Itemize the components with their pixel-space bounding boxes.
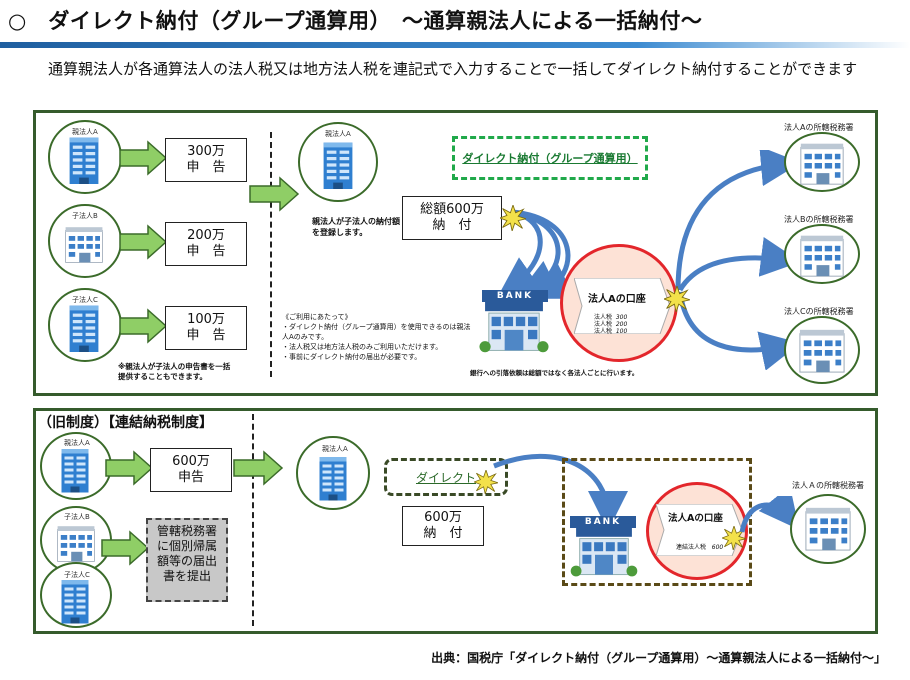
old-bank-label: BANK [570,516,636,528]
arrow-right-icon [101,530,150,566]
tax-office-label-b: 法人Bの所轄税務署 [784,215,854,224]
usage-title: 《ご利用にあたって》 [282,313,352,321]
arrow-right-icon [119,308,168,344]
entity-label-child-b: 子法人B [72,212,98,220]
office-icon [64,222,104,266]
account-lines: 法人税 300 法人税 200 法人税 100 [594,314,627,335]
tax-office-icon [796,140,848,186]
old-account-title: 法人Aの口座 [668,513,723,524]
tower-icon [60,446,90,494]
total-payment-amount: 総額600万 [420,202,484,217]
bank-note: 銀行への引落依頼は総額ではなく各法人ごとに行います。 [470,369,639,377]
spark-icon [500,205,526,231]
declaration-action: 申 告 [186,160,226,175]
account-line: 法人税 300 [594,314,628,321]
title-underline [0,42,910,48]
old-flow-arrow [493,453,628,530]
declaration-box-c: 100万 申 告 [165,306,247,350]
declaration-action: 申 告 [186,328,226,343]
old-parent-label: 親法人A [322,445,348,453]
old-declaration-action: 申告 [177,470,204,485]
grey-note-text: 管轄税務署に個別帰属額等の届出書を提出 [156,524,217,583]
arrow-right-icon [119,140,168,176]
tower-icon [318,454,348,502]
divider-left [270,132,272,377]
old-office-arrow [739,496,798,533]
old-system-heading: （旧制度）【連結納税制度】 [38,415,213,431]
usage-item: ・事前にダイレクト納付の届出が必要です。 [282,353,422,361]
old-entity-label-c: 子法人C [64,571,90,579]
flow-arrows [497,209,576,299]
bank-icon [566,526,642,580]
account-card [574,278,670,334]
parent-label: 親法人A [325,130,351,138]
entity-label-parent-a: 親法人A [72,128,98,136]
account-line: 法人税 100 [594,328,628,335]
tax-office-label-a: 法人Aの所轄税務署 [784,123,854,132]
tax-office-icon [796,232,848,278]
office-icon [56,522,96,564]
declaration-box-a: 300万 申 告 [165,138,247,182]
total-payment-action: 納 付 [432,218,472,233]
bulk-submission-note: ※親法人が子法人の申告書を一括提供することもできます。 [118,362,231,381]
old-direct-label: ダイレクト [415,470,476,485]
page-title: ○ ダイレクト納付（グループ通算用） ～通算親法人による一括納付～ [8,9,703,33]
tower-icon [60,578,90,624]
arrow-right-icon [249,176,300,212]
arrow-right-icon [119,224,168,260]
spark-icon [664,286,690,312]
old-entity-label-b: 子法人B [64,513,90,521]
account-line: 法人税 200 [594,321,628,328]
old-payment-action: 納 付 [423,526,463,541]
account-title: 法人Aの口座 [588,294,646,305]
tower-icon [322,140,354,190]
old-entity-label-a: 親法人A [64,439,90,447]
direct-payment-box: ダイレクト納付（グループ通算用） [452,136,648,180]
old-declaration-amount: 600万 [172,454,210,469]
declaration-amount: 200万 [187,228,225,243]
direct-payment-label: ダイレクト納付（グループ通算用） [462,152,638,165]
old-direct-box: ダイレクト [384,458,508,496]
old-payment-box: 600万 納 付 [402,506,484,546]
declaration-amount: 300万 [187,144,225,159]
old-payment-amount: 600万 [424,510,462,525]
divider-old [252,414,254,626]
old-account-line: 連結法人税 600 [676,544,724,551]
source-credit: 出典：国税庁「ダイレクト納付（グループ通算用）～通算親法人による一括納付～」 [431,651,886,665]
tower-icon [68,304,100,352]
account-to-office-arrows [675,150,798,370]
declaration-box-b: 200万 申 告 [165,222,247,266]
entity-label-child-c: 子法人C [72,296,98,304]
old-bank-group [562,458,752,586]
declaration-action: 申 告 [186,244,226,259]
old-declaration-box: 600万 申告 [150,448,232,492]
tax-office-icon [796,326,848,374]
old-account-card [656,504,742,556]
intro-text: 通算親法人が各通算法人の法人税又は地方法人税を連記式で入力することで一括してダイ… [48,60,858,78]
bank-label: BANK [482,290,548,302]
bank-icon [474,300,554,356]
usage-notes: 《ご利用にあたって》 ・ダイレクト納付（グループ通算用）を使用できるのは親法人A… [282,312,472,362]
tax-office-label-c: 法人Cの所轄税務署 [784,307,854,316]
old-tax-office-label: 法人Ａの所轄税務署 [792,481,864,490]
register-note: 親法人が子法人の納付額を登録します。 [312,217,400,237]
arrow-right-icon [233,450,284,486]
total-payment-box: 総額600万 納 付 [402,196,502,240]
arrow-right-icon [105,450,154,486]
declaration-amount: 100万 [187,312,225,327]
tower-icon [68,136,100,184]
tax-office-icon [802,504,854,552]
usage-item: ・ダイレクト納付（グループ通算用）を使用できるのは親法人Aのみです。 [282,323,471,341]
usage-item: ・法人税又は地方法人税のみご利用いただけます。 [282,343,443,351]
grey-note-box: 管轄税務署に個別帰属額等の届出書を提出 [146,518,228,602]
